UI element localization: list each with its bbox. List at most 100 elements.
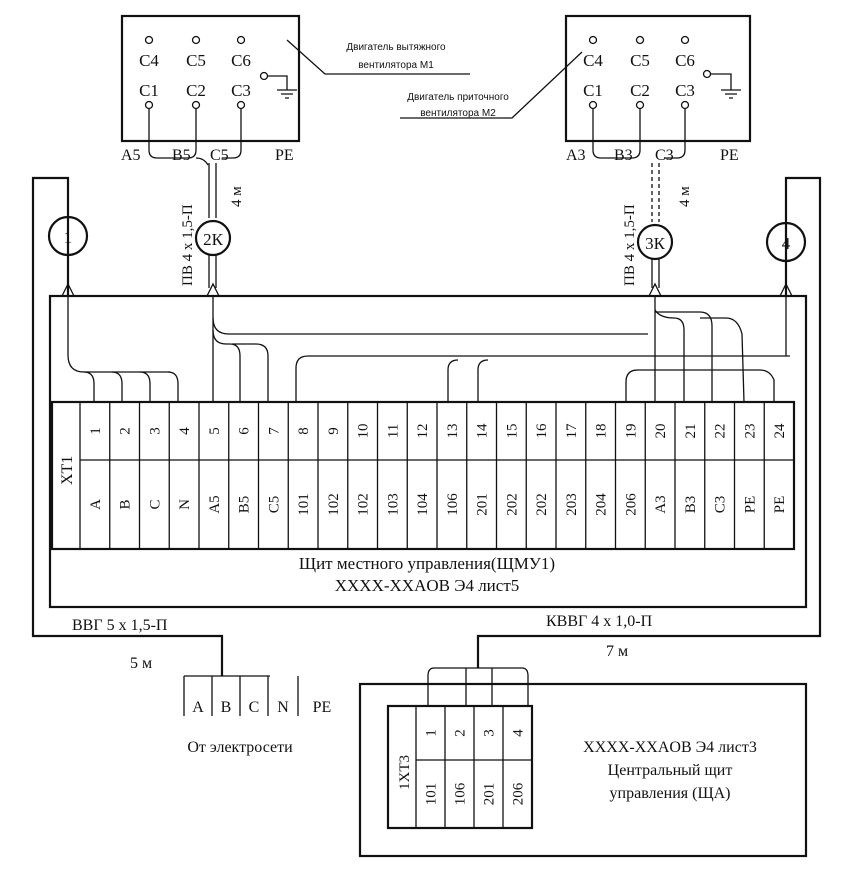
supply-caption: От электросети	[187, 739, 293, 756]
terminal-mark: C	[147, 499, 163, 509]
supply-cable-route	[31, 176, 224, 676]
terminal-mark: 206	[623, 493, 639, 516]
terminal-block-xt1	[50, 400, 796, 551]
terminal-mark: PE	[772, 496, 788, 514]
central-panel-title-line1: Центральный щит	[608, 762, 733, 779]
central-terminal-mark: 106	[453, 782, 469, 805]
motor-m1-wire-a5: A5	[121, 147, 141, 164]
motor-m1-terminal-c2: C2	[186, 81, 206, 100]
cable-3k-circle	[636, 223, 674, 261]
terminal-mark: B3	[683, 496, 699, 514]
motor-m1-label-line1: Двигатель вытяжного	[346, 42, 446, 53]
terminal-number: 1	[88, 427, 104, 435]
motor-m2-box	[564, 14, 752, 143]
terminal-block-xt1-label: XT1	[59, 456, 76, 485]
motor-m1-terminal-c5: C5	[186, 51, 206, 70]
terminal-number: 6	[237, 427, 253, 435]
terminal-mark: 203	[564, 493, 580, 516]
motor-m1-wire-b5: B5	[172, 147, 191, 164]
supply-terminal-a: A	[192, 699, 204, 716]
central-panel-box	[358, 682, 808, 858]
supply-cable-length: 5 м	[130, 655, 152, 672]
motor-m1-leader	[286, 39, 470, 75]
terminal-mark: 106	[445, 493, 461, 516]
terminal-number: 19	[623, 424, 639, 439]
central-terminal-mark: 101	[424, 783, 440, 806]
terminal-number: 17	[564, 423, 580, 439]
terminal-mark: C3	[713, 496, 729, 514]
cable-1-circle	[47, 215, 89, 257]
motor-m1-box	[120, 14, 301, 143]
motor-m2-terminal-c2: C2	[630, 81, 650, 100]
supply-terminal-n: N	[277, 699, 289, 716]
motor1-cable-length: 4 м	[229, 186, 245, 207]
control-cable-length: 7 м	[606, 643, 628, 660]
terminal-number: 21	[683, 424, 699, 439]
terminal-mark: B	[118, 499, 134, 509]
terminal-mark: 104	[415, 493, 431, 516]
cable-4-circle	[765, 221, 807, 263]
central-panel-title-line2: управления (ЩА)	[610, 785, 731, 802]
terminal-block-1xt3-label: 1XT3	[397, 755, 413, 790]
terminal-number: 15	[504, 424, 520, 439]
cable-2k-circle	[194, 219, 232, 257]
motor-m2-terminal-c4: C4	[583, 51, 603, 70]
central-panel-ref: XXXX-XXAOB Э4 лист3	[583, 739, 757, 756]
terminal-number: 23	[742, 424, 758, 439]
motor-m1-terminal-c1: C1	[139, 81, 159, 100]
motor-m1-terminal-c6: C6	[231, 51, 251, 70]
cable-3k-label: 3К	[645, 234, 666, 253]
motor-m2-wire-c3: C3	[655, 147, 674, 164]
terminal-mark: 103	[385, 493, 401, 516]
motor1-cable-spec: ПВ 4 х 1,5-П	[180, 204, 196, 286]
terminal-number: 24	[772, 423, 788, 439]
cable-2k-label: 2К	[203, 230, 224, 249]
ground-icon	[721, 89, 741, 99]
terminal-number: 5	[207, 427, 223, 435]
central-terminal-mark: 201	[482, 783, 498, 806]
motor-m2-terminal-c3: C3	[675, 81, 695, 100]
terminal-number: 10	[356, 424, 372, 439]
terminal-mark: 204	[594, 493, 610, 516]
motor-m2: C4 C5 C6 C1 C2 C3	[564, 14, 752, 159]
motor-m2-leader	[400, 51, 583, 119]
terminal-number: 13	[445, 424, 461, 439]
terminal-number: 7	[266, 427, 282, 435]
central-terminal-mark: 206	[511, 782, 527, 805]
motor-m1-wire-pe: PE	[275, 147, 294, 164]
motor-m2-terminal-c1: C1	[583, 81, 603, 100]
terminal-mark: 102	[326, 493, 342, 516]
terminal-number: 2	[118, 427, 134, 435]
terminal-number: 8	[296, 427, 312, 435]
supply-terminal-pe: PE	[313, 699, 332, 716]
terminal-mark: 102	[356, 493, 372, 516]
panel-ref: XXXX-XXAOB Э4 лист5	[335, 576, 520, 595]
central-terminal-number: 3	[482, 729, 498, 737]
terminal-block-1xt3	[386, 704, 534, 830]
motor2-cable-spec: ПВ 4 х 1,5-П	[622, 204, 638, 286]
motor-m1-terminal-c3: C3	[231, 81, 251, 100]
motor-m2-wire-a3: A3	[566, 147, 586, 164]
terminal-mark: C5	[266, 496, 282, 514]
motor-m2-wire-pe: PE	[720, 147, 739, 164]
terminal-mark: 202	[504, 493, 520, 516]
supply-cable-spec: ВВГ 5 х 1,5-П	[72, 617, 168, 634]
terminal-number: 4	[177, 427, 193, 435]
panel-title: Щит местного управления(ЩМУ1)	[299, 554, 555, 573]
terminal-mark: A	[88, 499, 104, 510]
terminal-number: 3	[147, 427, 163, 435]
motor-m1-label-line2: вентилятора М1	[358, 60, 434, 71]
terminal-mark: 101	[296, 493, 312, 516]
terminal-number: 22	[713, 424, 729, 439]
control-cable-route	[476, 176, 822, 668]
motor-m2-terminal-c6: C6	[675, 51, 695, 70]
motor-m2-terminal-c5: C5	[630, 51, 650, 70]
terminal-mark: 201	[475, 493, 491, 516]
terminal-cells: 1A2B3C4N5A56B57C581019102101021110312104…	[88, 402, 788, 549]
terminal-mark: A3	[653, 495, 669, 513]
cable-4-label: 4	[782, 234, 791, 253]
central-terminal-number: 2	[453, 729, 469, 737]
central-terminal-number: 4	[511, 729, 527, 737]
